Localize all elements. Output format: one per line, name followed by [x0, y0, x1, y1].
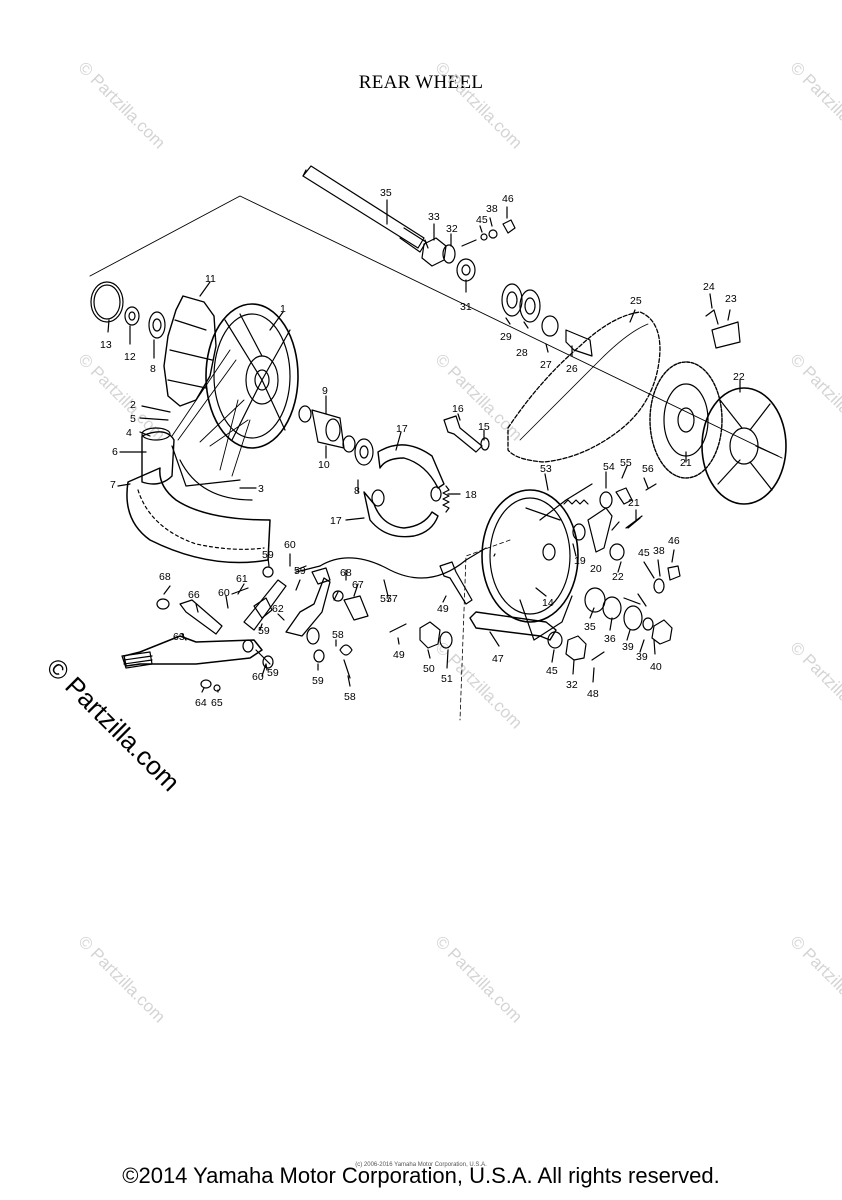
callout-label: 36: [604, 633, 616, 645]
callout-label: 12: [124, 351, 136, 363]
callout-label: 22: [612, 571, 624, 583]
callout-label: 59: [294, 565, 306, 577]
callout-label: 58: [344, 691, 356, 703]
damper-plate-shape: [701, 387, 787, 505]
callout-label: 13: [100, 339, 112, 351]
callout-label: 59: [258, 625, 270, 637]
callout-label: 6: [112, 446, 118, 458]
callout-label: 46: [502, 193, 514, 205]
callout-label: 8: [150, 363, 156, 375]
callout-label: 66: [188, 589, 200, 601]
small-copyright: (c) 2006-2016 Yamaha Motor Corporation, …: [355, 1162, 487, 1168]
callout-label: 39: [622, 641, 634, 653]
callout-label: 24: [703, 281, 715, 293]
callout-label: 57: [386, 593, 398, 605]
callout-label: 10: [318, 459, 330, 471]
brake-panel-shape: [481, 489, 579, 641]
callout-label: 39: [636, 651, 648, 663]
callout-label: 48: [587, 688, 599, 700]
callout-label: 21: [680, 457, 692, 469]
callout-label: 33: [428, 211, 440, 223]
callout-label: 49: [437, 603, 449, 615]
callout-label: 62: [272, 603, 284, 615]
callout-label: 55: [620, 457, 632, 469]
callout-label: 31: [460, 301, 472, 313]
callout-label: 19: [574, 555, 586, 567]
callout-label: 67: [352, 579, 364, 591]
callout-label: 20: [590, 563, 602, 575]
callout-label: 2: [130, 399, 136, 411]
callout-label: 59: [262, 549, 274, 561]
callout-label: 45: [638, 547, 650, 559]
callout-label: 65: [211, 697, 223, 709]
callout-label: 68: [340, 567, 352, 579]
callout-label: 23: [725, 293, 737, 305]
callout-label: 32: [446, 223, 458, 235]
callout-label: 58: [332, 629, 344, 641]
callout-label: 9: [322, 385, 328, 397]
callout-label: 3: [258, 483, 264, 495]
callout-label: 4: [126, 427, 132, 439]
callout-label: 27: [540, 359, 552, 371]
callout-label: 28: [516, 347, 528, 359]
callout-label: 56: [642, 463, 654, 475]
callout-label: 1: [280, 303, 286, 315]
callout-label: 45: [546, 665, 558, 677]
callout-label: 63: [173, 631, 185, 643]
callout-label: 38: [653, 545, 665, 557]
callout-label: 32: [566, 679, 578, 691]
callout-label: 15: [478, 421, 490, 433]
callout-label: 59: [312, 675, 324, 687]
callout-label: 45: [476, 214, 488, 226]
callout-label: 18: [465, 489, 477, 501]
brake-pedal-shape: [121, 635, 263, 669]
callout-label: 40: [650, 661, 662, 673]
callout-label: 64: [195, 697, 207, 709]
callout-label: 50: [423, 663, 435, 675]
copyright-notice: ©2014 Yamaha Motor Corporation, U.S.A. A…: [122, 1163, 720, 1188]
callout-label: 22: [733, 371, 745, 383]
callout-label: 59: [267, 667, 279, 679]
callout-label: 16: [452, 403, 464, 415]
callout-label: 21: [628, 497, 640, 509]
callout-label: 7: [110, 479, 116, 491]
callout-label: 14: [542, 597, 554, 609]
callout-label: 53: [540, 463, 552, 475]
callout-label: 35: [584, 621, 596, 633]
diagram-title: REAR WHEEL: [358, 72, 484, 93]
callout-label: 8: [354, 485, 360, 497]
callout-label: 60: [218, 587, 230, 599]
rear-axle-shape: [302, 165, 429, 253]
callout-label: 68: [159, 571, 171, 583]
callout-label: 25: [630, 295, 642, 307]
callout-label: 29: [500, 331, 512, 343]
callout-label: 38: [486, 203, 498, 215]
wheel-hub-shape: [205, 303, 299, 449]
callout-label: 60: [252, 671, 264, 683]
callout-label: 54: [603, 461, 615, 473]
callout-label: 46: [668, 535, 680, 547]
callout-label: 11: [205, 273, 216, 285]
callout-labels: 35 33 32 45 38 46 31 29 28 27 26 25 24 2…: [100, 187, 745, 709]
callout-label: 26: [566, 363, 578, 375]
callout-label: 17: [330, 515, 342, 527]
callout-label: 47: [492, 653, 504, 665]
callout-label: 51: [441, 673, 453, 685]
callout-label: 17: [396, 423, 408, 435]
callout-label: 49: [393, 649, 405, 661]
callout-label: 60: [284, 539, 296, 551]
callout-label: 35: [380, 187, 392, 199]
callout-label: 61: [236, 573, 248, 585]
callout-label: 5: [130, 413, 136, 425]
callout-label: 57: [380, 593, 392, 605]
